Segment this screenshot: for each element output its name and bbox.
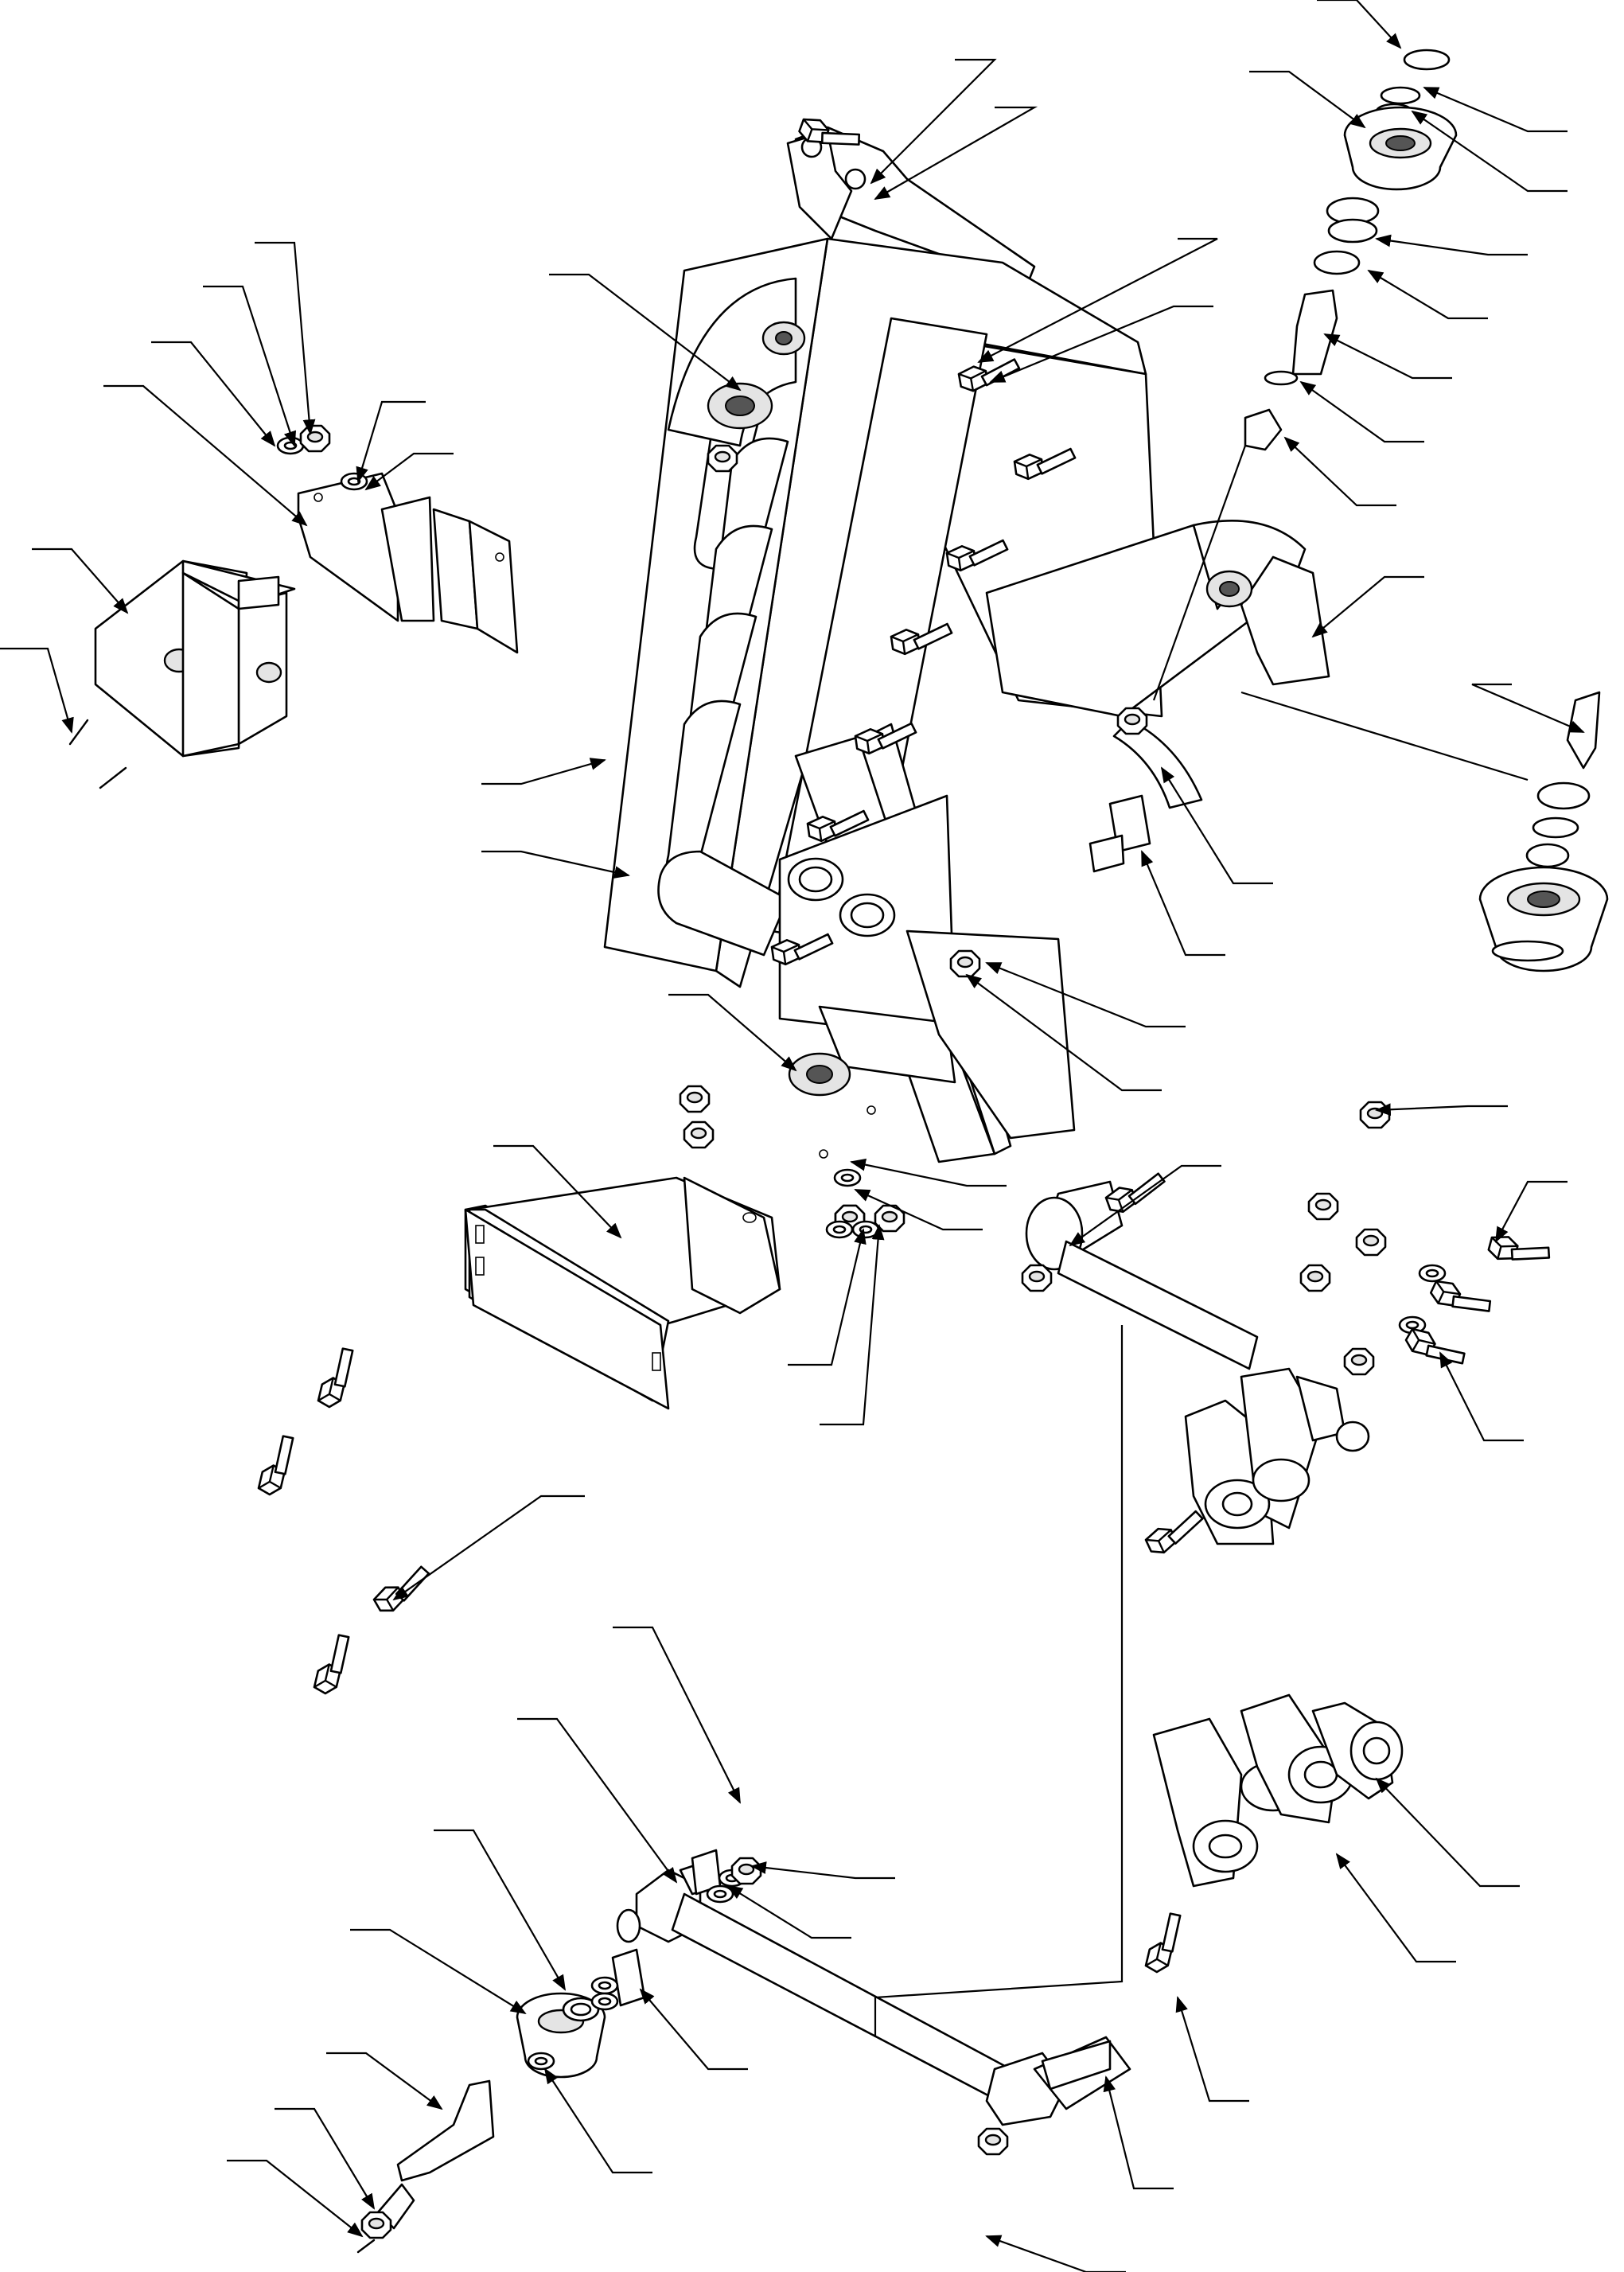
loose-nuts xyxy=(679,1085,905,1239)
motor-screws xyxy=(68,719,127,789)
stud xyxy=(1089,794,1151,873)
top-right-bearing-stack xyxy=(1244,49,1458,451)
pivot-mount xyxy=(1143,1367,1370,1559)
right-bearing-stack xyxy=(1478,691,1609,972)
side-bracket xyxy=(464,1176,781,1410)
locking-pin xyxy=(356,2079,495,2254)
loose-bolts-left xyxy=(253,1344,438,1698)
motor xyxy=(94,559,296,758)
pivot-shaft xyxy=(1021,1171,1259,1370)
pivot-hardware xyxy=(1299,1101,1553,1378)
callout-leaders xyxy=(0,0,1585,2272)
main-frame xyxy=(603,126,1330,1163)
mounting-plate xyxy=(276,424,519,654)
cam-bracket xyxy=(1140,1693,1404,1977)
rod-end-block xyxy=(977,2036,1131,2156)
tie-rod xyxy=(616,1857,1012,2102)
